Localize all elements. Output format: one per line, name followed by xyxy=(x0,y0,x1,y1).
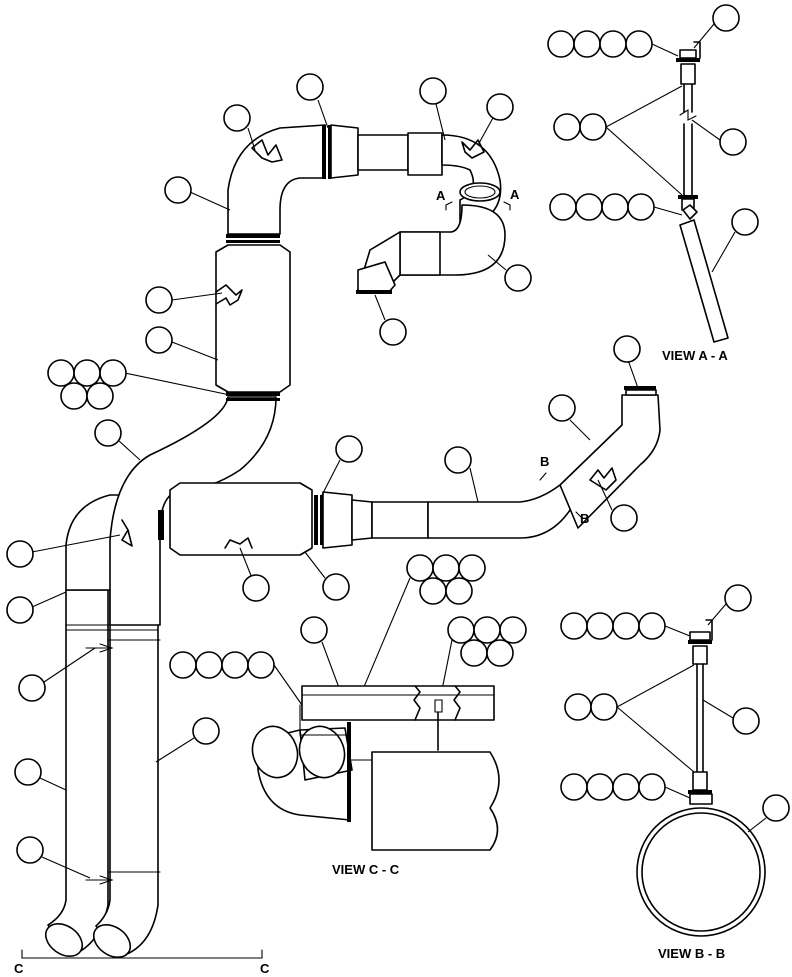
callout-bubble xyxy=(549,193,577,221)
callout-bubble xyxy=(612,773,640,801)
callout-bubble xyxy=(6,540,34,568)
view-b-b: VIEW B - B xyxy=(560,584,790,961)
callout-bubble xyxy=(169,651,197,679)
callout-bubble xyxy=(573,30,601,58)
callout-bubble xyxy=(223,104,251,132)
view-c-outlet-right xyxy=(298,725,346,779)
section-marker-b-top: B xyxy=(540,454,549,469)
callout-bubble xyxy=(419,77,447,105)
callout-bubble xyxy=(447,616,475,644)
callout-bubble xyxy=(195,651,223,679)
tailpipe-left xyxy=(47,589,109,956)
callout-bubble xyxy=(73,359,101,387)
upper-elbow xyxy=(227,124,326,235)
callout-bubble xyxy=(444,446,472,474)
callout-bubble xyxy=(731,208,759,236)
section-marker-a-right: A xyxy=(510,187,520,202)
callout-bubble xyxy=(601,193,629,221)
view-c-caption: VIEW C - C xyxy=(332,862,400,877)
callout-bubble xyxy=(145,286,173,314)
callout-bubble xyxy=(638,773,666,801)
callout-bubble xyxy=(627,193,655,221)
callout-bubble xyxy=(86,382,114,410)
callout-bubble xyxy=(60,382,88,410)
muffler-vertical xyxy=(215,244,291,393)
callout-bubble xyxy=(221,651,249,679)
callout-bubble xyxy=(14,758,42,786)
callout-bubble xyxy=(564,693,592,721)
callout-bubble xyxy=(613,335,641,363)
callout-bubble xyxy=(610,504,638,532)
callout-bubble xyxy=(473,616,501,644)
view-a-a: VIEW A - A xyxy=(547,4,759,363)
callout-bubble xyxy=(586,612,614,640)
callout-bubble xyxy=(145,326,173,354)
callout-bubble xyxy=(406,554,434,582)
callout-bubble xyxy=(247,651,275,679)
callout-bubble xyxy=(724,584,752,612)
section-marker-c-left: C xyxy=(14,961,24,976)
callout-bubble xyxy=(6,596,34,624)
section-marker-c-right: C xyxy=(260,961,270,976)
callout-bubble xyxy=(599,30,627,58)
main-callouts xyxy=(6,73,641,879)
section-marker-b-bottom: B xyxy=(580,511,589,526)
view-c-frame-beam xyxy=(301,685,495,721)
callout-bubble xyxy=(322,573,350,601)
callout-bubble xyxy=(419,577,447,605)
callout-bubble xyxy=(47,359,75,387)
callout-bubble xyxy=(486,639,514,667)
callout-bubble xyxy=(762,794,790,822)
callout-bubble xyxy=(719,128,747,156)
tailpipe-right-outlet xyxy=(92,923,132,959)
callout-bubble xyxy=(547,30,575,58)
callout-bubble xyxy=(579,113,607,141)
callout-bubble xyxy=(432,554,460,582)
callout-bubble xyxy=(192,717,220,745)
section-marker-a-left: A xyxy=(436,188,446,203)
view-c-muffler xyxy=(371,751,500,851)
upper-stack-elbow xyxy=(559,394,661,529)
main-assembly xyxy=(44,124,661,959)
view-c-outlet-left xyxy=(251,725,299,779)
callout-bubble xyxy=(612,612,640,640)
callout-bubble xyxy=(575,193,603,221)
view-c-c: VIEW C - C xyxy=(169,554,527,877)
callout-bubble xyxy=(242,574,270,602)
callout-bubble xyxy=(560,612,588,640)
callout-bubble xyxy=(586,773,614,801)
callout-bubble xyxy=(16,836,44,864)
callout-bubble xyxy=(460,639,488,667)
view-b-clamp-ring xyxy=(636,807,766,937)
muffler-horizontal xyxy=(169,482,313,556)
callout-bubble xyxy=(553,113,581,141)
tailpipe-left-outlet xyxy=(44,922,84,958)
callout-bubble xyxy=(296,73,324,101)
callout-bubble xyxy=(732,707,760,735)
callout-bubble xyxy=(458,554,486,582)
callout-bubble xyxy=(590,693,618,721)
view-b-caption: VIEW B - B xyxy=(658,946,725,961)
callout-bubble xyxy=(300,616,328,644)
view-a-caption: VIEW A - A xyxy=(662,348,728,363)
callout-bubble xyxy=(18,674,46,702)
callout-bubble xyxy=(499,616,527,644)
callout-bubble xyxy=(379,318,407,346)
callout-bubble xyxy=(638,612,666,640)
callout-bubble xyxy=(486,93,514,121)
callout-bubble xyxy=(99,359,127,387)
callout-bubble xyxy=(560,773,588,801)
callout-bubble xyxy=(548,394,576,422)
callout-bubble xyxy=(625,30,653,58)
exhaust-extension-pipe xyxy=(427,484,576,539)
callout-bubble xyxy=(504,264,532,292)
callout-bubble xyxy=(712,4,740,32)
view-a-bracket xyxy=(679,219,729,343)
callout-bubble xyxy=(335,435,363,463)
callout-bubble xyxy=(164,176,192,204)
callout-bubble xyxy=(94,419,122,447)
callout-bubble xyxy=(445,577,473,605)
section-markers: A A B B C C xyxy=(14,187,589,976)
